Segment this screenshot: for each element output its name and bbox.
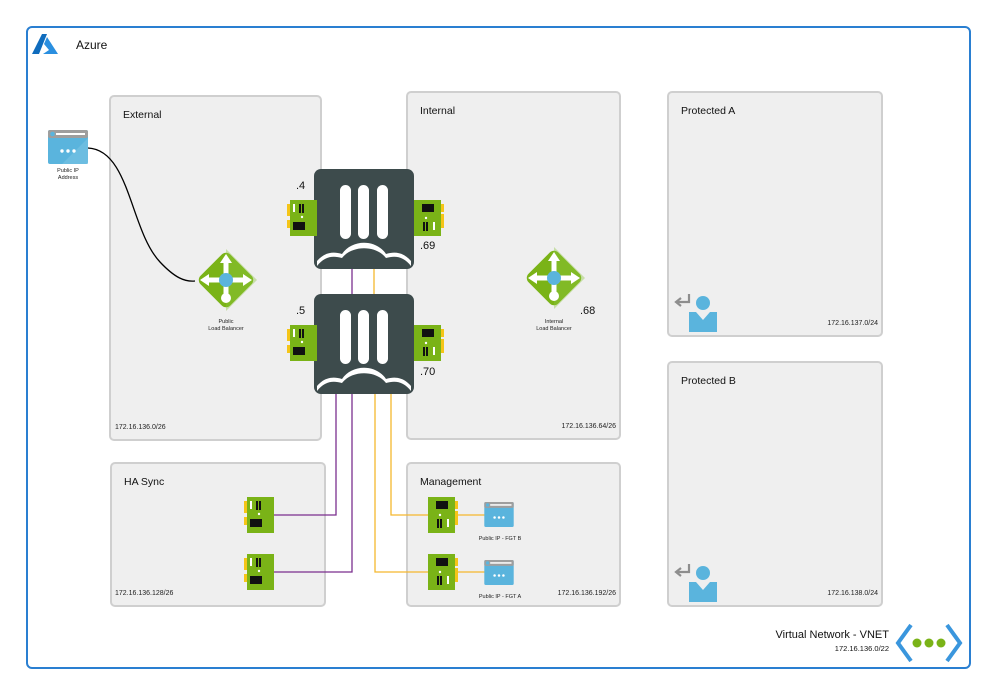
public-lb-label: Public Load Balancer — [196, 319, 256, 333]
zone-cidr: 172.16.138.0/24 — [827, 590, 878, 597]
route-table-icon — [674, 294, 717, 332]
mgmt-ip-b-label: Public IP - FGT B — [478, 536, 522, 542]
nic-icon[interactable] — [287, 200, 317, 236]
internal-lb-ip: .68 — [580, 305, 596, 317]
zone-cidr: 172.16.136.192/26 — [557, 590, 616, 597]
zone-cidr: 172.16.136.128/26 — [115, 590, 174, 597]
fgt-b-external-ip: .5 — [296, 305, 306, 317]
zone-ha-sync[interactable]: HA Sync 172.16.136.128/26 — [110, 462, 326, 607]
nic-icon[interactable] — [428, 554, 458, 590]
canvas-title: Azure — [76, 38, 108, 52]
nic-icon[interactable] — [244, 554, 274, 590]
internal-lb-label: Internal Load Balancer — [524, 319, 584, 333]
zone-cidr: 172.16.136.64/26 — [561, 423, 617, 430]
zone-title: Management — [420, 476, 482, 488]
public-ip-label: Public IP Address — [38, 168, 98, 182]
label-line: Internal — [544, 319, 564, 325]
label-line: Load Balancer — [208, 326, 244, 332]
azure-logo-icon — [32, 34, 58, 54]
vnet-title: Virtual Network - VNET — [775, 629, 890, 641]
label-line: Load Balancer — [536, 326, 572, 332]
zone-title: External — [123, 109, 162, 121]
public-ip-icon[interactable] — [484, 560, 514, 585]
zone-cidr: 172.16.137.0/24 — [827, 320, 878, 327]
vnet-icon — [895, 623, 963, 663]
zone-cidr: 172.16.136.0/26 — [115, 424, 166, 431]
route-table-icon — [674, 564, 717, 602]
zone-internal[interactable]: Internal 172.16.136.64/26 — [406, 91, 621, 440]
zone-title: HA Sync — [124, 476, 165, 488]
nic-icon[interactable] — [287, 325, 317, 361]
label-line: Address — [57, 175, 79, 181]
nic-icon[interactable] — [414, 325, 444, 361]
load-balancer-icon[interactable] — [193, 247, 259, 313]
mgmt-ip-a-label: Public IP - FGT A — [478, 594, 522, 600]
load-balancer-icon[interactable] — [521, 245, 587, 311]
nic-icon[interactable] — [414, 200, 444, 236]
zone-title: Protected B — [681, 375, 736, 387]
label-line: Public — [218, 319, 234, 325]
zone-title: Internal — [420, 105, 456, 117]
zone-title: Protected A — [681, 105, 736, 117]
public-ip-icon[interactable] — [484, 502, 514, 527]
fortigate-icon[interactable] — [314, 169, 414, 269]
vnet-cidr: 172.16.136.0/22 — [834, 644, 889, 653]
nic-icon[interactable] — [428, 497, 458, 533]
fgt-b-internal-ip: .70 — [420, 366, 436, 378]
label-line: Public IP — [57, 168, 79, 174]
fortigate-icon[interactable] — [314, 294, 414, 394]
nic-icon[interactable] — [244, 497, 274, 533]
fgt-a-internal-ip: .69 — [420, 240, 436, 252]
public-ip-icon[interactable] — [48, 130, 88, 164]
fgt-a-external-ip: .4 — [296, 180, 306, 192]
